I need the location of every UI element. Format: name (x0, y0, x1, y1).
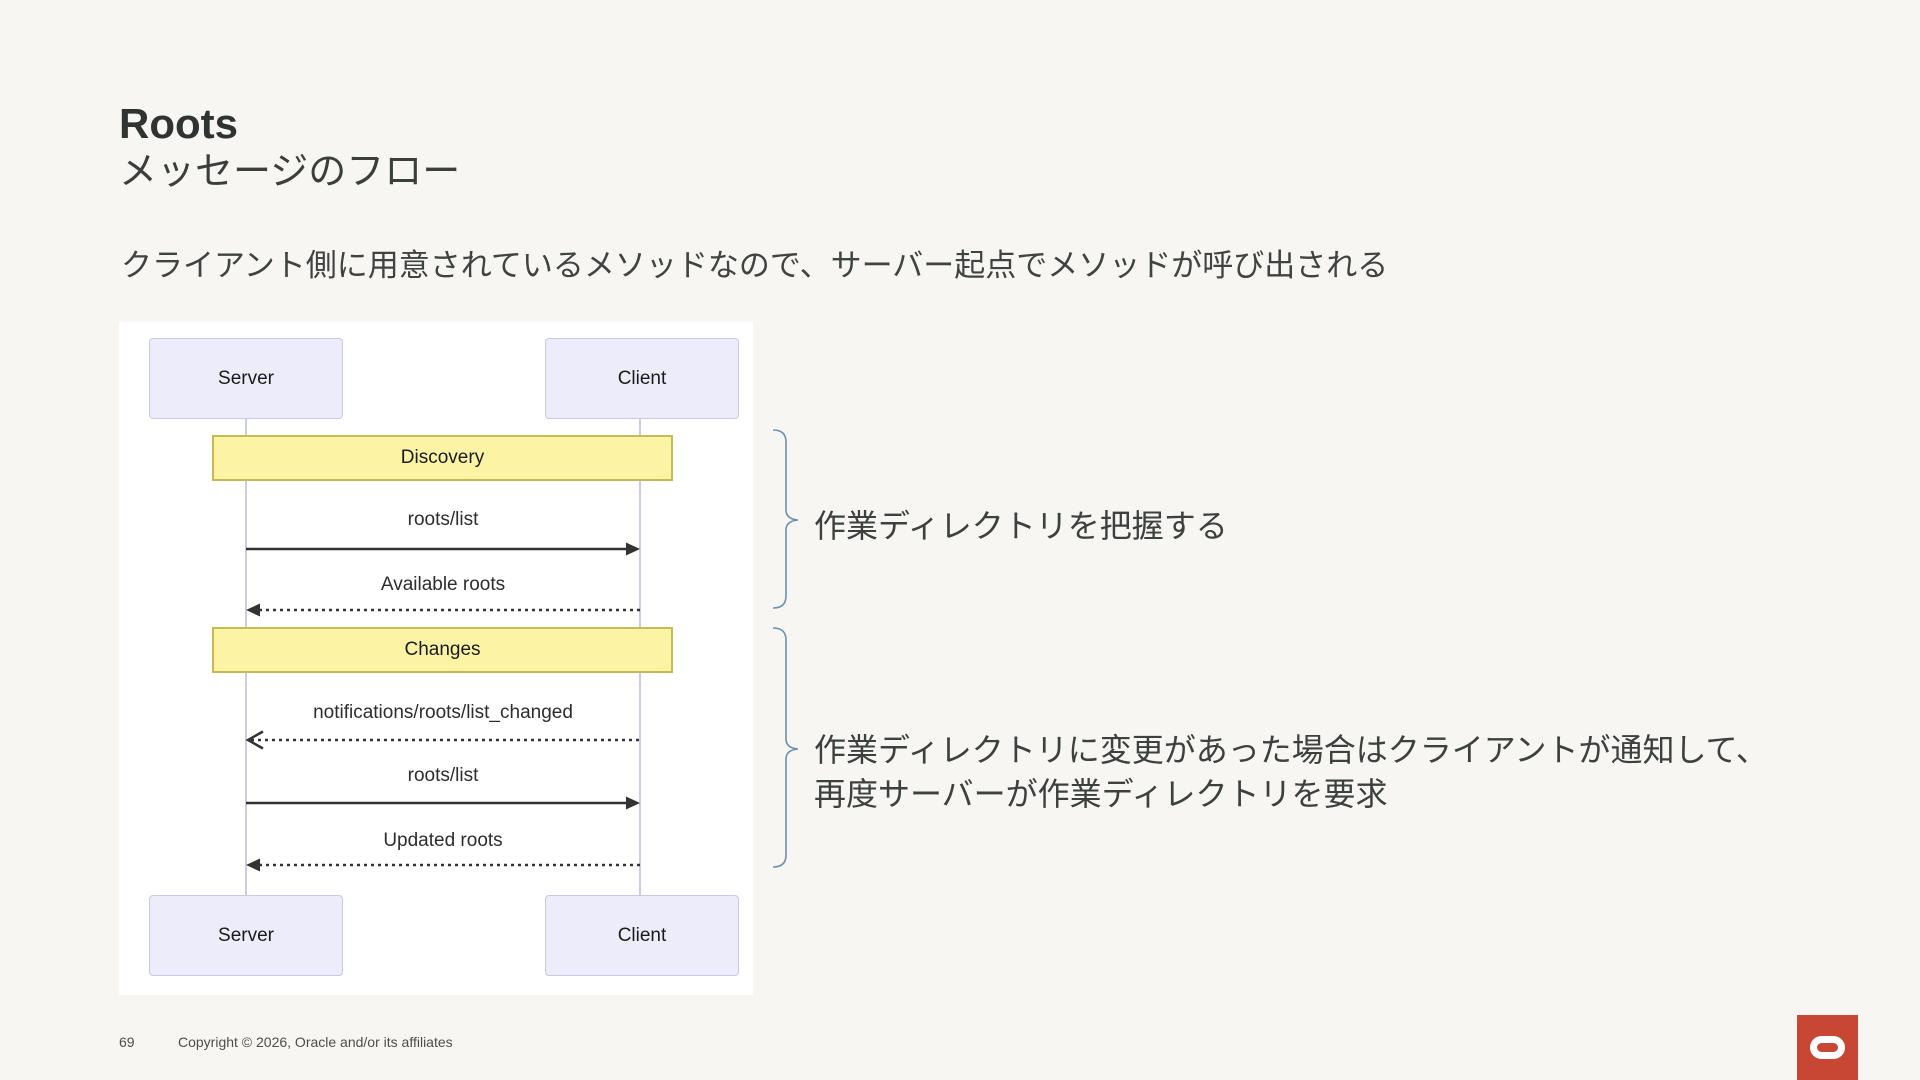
page-subtitle: メッセージのフロー (119, 151, 461, 193)
section-note-discovery: Discovery (212, 435, 673, 481)
brace-bracket-icon (772, 627, 799, 868)
arrowhead-right-icon (626, 796, 640, 810)
message-label: roots/list (407, 509, 479, 530)
message-label: notifications/roots/list_changed (313, 702, 573, 723)
message-label: Available roots (380, 574, 506, 595)
open-arrowhead-left-icon (245, 730, 264, 750)
section-note-changes: Changes (212, 627, 673, 673)
sequence-diagram: Server Client Discovery Changes roots/li… (119, 322, 753, 995)
annotation-line: 作業ディレクトリを把握する (814, 508, 1228, 544)
page-title: Roots (119, 100, 238, 147)
oracle-logo (1797, 1015, 1858, 1080)
message-label: Updated roots (383, 830, 503, 851)
actor-client-top: Client (545, 338, 739, 419)
page-number: 69 (119, 1034, 135, 1050)
annotation-line: 作業ディレクトリに変更があった場合はクライアントが通知して、 (814, 732, 1768, 768)
slide-description: クライアント側に用意されているメソッドなので、サーバー起点でメソッドが呼び出され… (121, 248, 1389, 283)
actor-client-bottom: Client (545, 895, 739, 976)
annotation-changes: 作業ディレクトリに変更があった場合はクライアントが通知して、 再度サーバーが作業… (814, 728, 1768, 816)
brace-bracket-icon (772, 429, 799, 609)
actor-server-top: Server (149, 338, 343, 419)
arrowhead-right-icon (626, 542, 640, 556)
actor-server-bottom: Server (149, 895, 343, 976)
annotation-line: 再度サーバーが作業ディレクトリを要求 (814, 776, 1388, 812)
arrowhead-left-icon (246, 603, 260, 617)
message-label: roots/list (407, 765, 479, 786)
arrowhead-left-icon (246, 858, 260, 872)
oracle-o-icon (1810, 1036, 1845, 1059)
copyright-text: Copyright © 2026, Oracle and/or its affi… (178, 1034, 453, 1050)
sequence-diagram-lines (245, 419, 641, 895)
annotation-discovery: 作業ディレクトリを把握する (814, 504, 1228, 548)
